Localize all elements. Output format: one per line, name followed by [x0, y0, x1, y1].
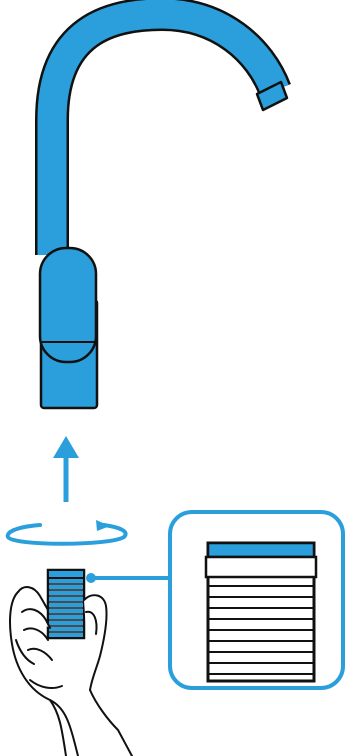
- faucet: [35, 0, 291, 410]
- hand-illustration: [9, 586, 133, 756]
- faucet-handle: [38, 246, 98, 364]
- up-arrow-icon: [53, 436, 79, 502]
- filter-cartridge: [46, 568, 86, 640]
- cartridge-detail-cap: [206, 541, 316, 559]
- cartridge-detail: [204, 541, 318, 683]
- rotate-arrow-icon: [5, 520, 128, 546]
- faucet-aerator-tip: [255, 80, 289, 112]
